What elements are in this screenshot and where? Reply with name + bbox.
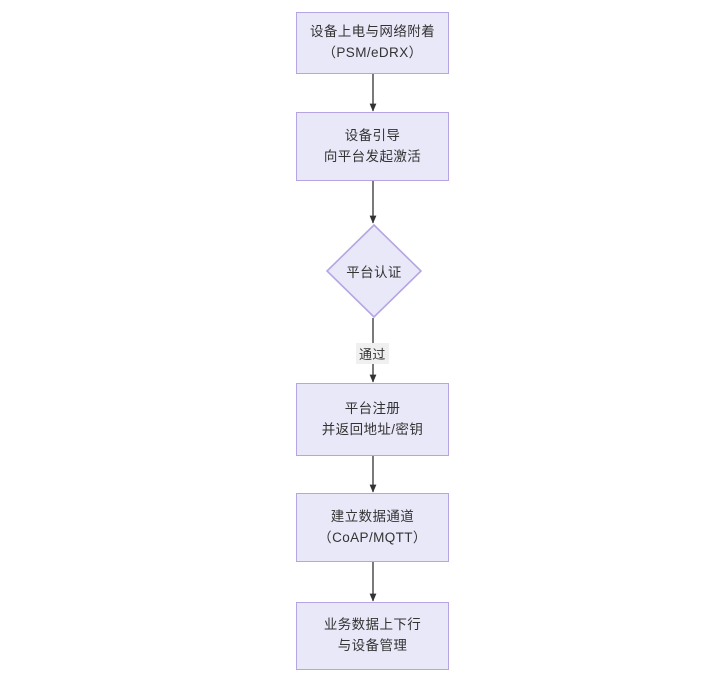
node-business-data-line-1: 业务数据上下行 [323, 617, 422, 633]
node-platform-auth-label: 平台认证 [346, 265, 402, 280]
node-power-on[interactable]: 设备上电与网络附着 （PSM/eDRX） [296, 12, 449, 74]
diamond-shape-icon [326, 224, 422, 318]
edge-label-pass: 通过 [356, 343, 389, 364]
node-business-data-line-2: 与设备管理 [337, 638, 408, 653]
node-data-channel-line-2: （CoAP/MQTT） [318, 529, 427, 545]
node-bootstrap-line-2: 向平台发起激活 [323, 148, 422, 164]
node-data-channel[interactable]: 建立数据通道 （CoAP/MQTT） [296, 493, 449, 562]
node-power-on-line-2: （PSM/eDRX） [322, 45, 423, 60]
node-bootstrap[interactable]: 设备引导 向平台发起激活 [296, 112, 449, 181]
node-data-channel-line-1: 建立数据通道 [330, 508, 415, 524]
node-platform-register-line-1: 平台注册 [344, 400, 401, 416]
node-platform-register[interactable]: 平台注册 并返回地址/密钥 [296, 383, 449, 456]
node-business-data[interactable]: 业务数据上下行 与设备管理 [296, 602, 449, 670]
node-platform-register-line-2: 并返回地址/密钥 [321, 421, 424, 437]
node-platform-auth[interactable]: 平台认证 [326, 224, 422, 318]
node-bootstrap-line-1: 设备引导 [344, 127, 401, 143]
node-power-on-line-1: 设备上电与网络附着 [309, 24, 436, 40]
